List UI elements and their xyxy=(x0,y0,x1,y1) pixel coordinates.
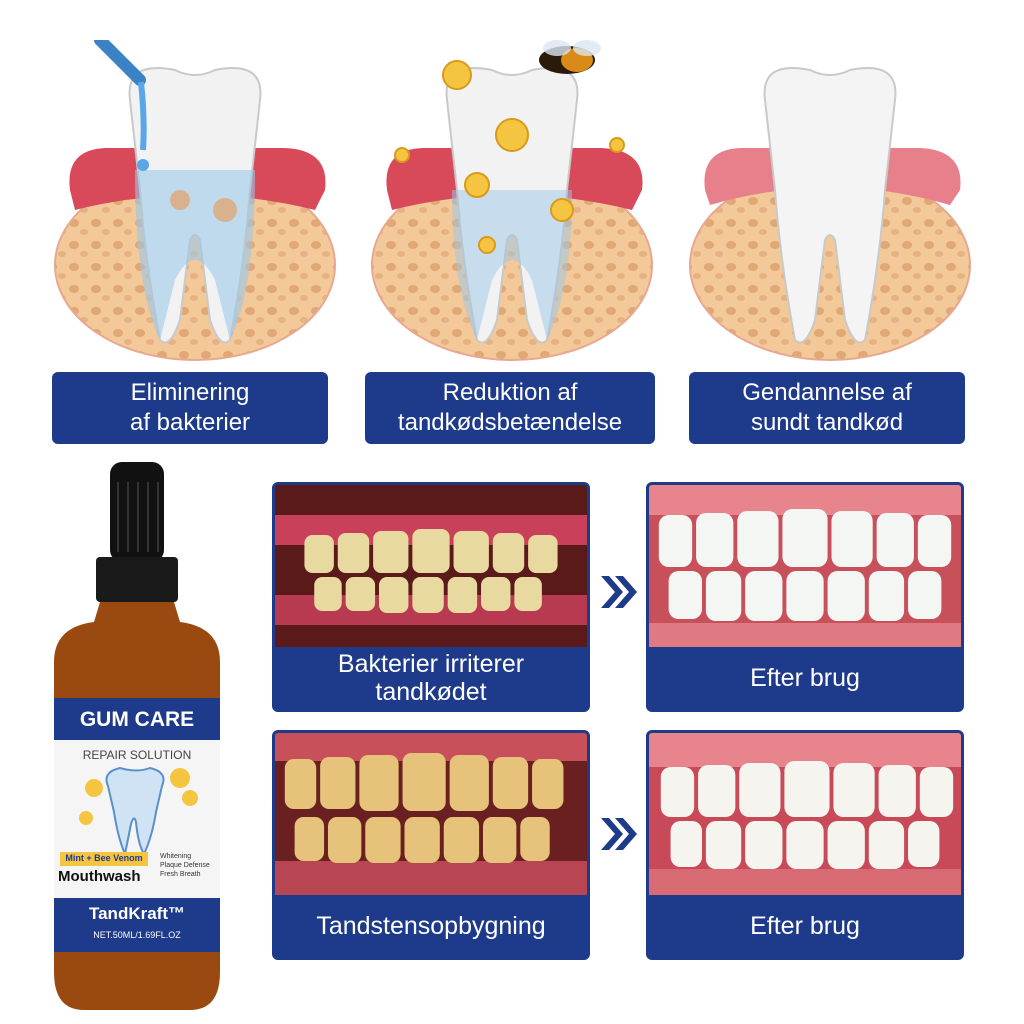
benefit-item: Plaque Defense xyxy=(160,862,210,869)
step-label-reduction: Reduktion af tandkødsbetændelse xyxy=(365,372,655,444)
after-card-2: Efter brug xyxy=(646,730,964,960)
arrow-right-icon xyxy=(597,814,641,854)
benefit-item: Whitening xyxy=(160,853,192,860)
after-photo-white-teeth xyxy=(649,485,961,647)
tooth-bee-icon xyxy=(371,40,653,361)
before-caption-2: Tandstensopbygning xyxy=(275,895,587,957)
healthy-tooth-icon xyxy=(689,67,971,361)
product-type: Mouthwash xyxy=(58,868,141,885)
tooth-water-drop-icon xyxy=(54,40,336,361)
tooth-illustration-3 xyxy=(680,40,980,370)
tooth-illustration-2 xyxy=(362,40,662,370)
product-ingredient: Mint + Bee Venom xyxy=(65,853,143,863)
product-subtitle: REPAIR SOLUTION xyxy=(82,748,192,762)
caption-text: Tandstensopbygning xyxy=(316,912,546,940)
product-bottle xyxy=(40,462,234,1010)
before-card-2: Tandstensopbygning xyxy=(272,730,590,960)
product-volume: NET.50ML/1.69FL.OZ xyxy=(93,930,181,940)
icon-ref xyxy=(0,0,1,1)
before-card-1: Bakterier irriterer tandkødet xyxy=(272,482,590,712)
tooth-illustration-1 xyxy=(45,40,345,370)
arrow-right-icon xyxy=(597,572,641,612)
after-photo-clean-teeth xyxy=(649,733,961,895)
product-brand: TandKraft™ xyxy=(88,904,185,923)
caption-text: Bakterier irriterer tandkødet xyxy=(337,650,525,706)
icon-ref xyxy=(0,0,1,1)
caption-text: Efter brug xyxy=(750,912,860,940)
step-label-elimination: Eliminering af bakterier xyxy=(52,372,328,444)
after-card-1: Efter brug xyxy=(646,482,964,712)
step-label-text: Reduktion af tandkødsbetændelse xyxy=(397,379,623,436)
product-benefits: Whitening Plaque Defense Fresh Breath xyxy=(160,852,224,879)
after-caption-2: Efter brug xyxy=(649,895,961,957)
icon-ref xyxy=(0,0,1,1)
product-title: GUM CARE xyxy=(79,708,195,731)
before-photo-tartar xyxy=(275,733,587,895)
after-caption-1: Efter brug xyxy=(649,647,961,709)
benefit-item: Fresh Breath xyxy=(160,871,201,878)
step-label-text: Gendannelse af sundt tandkød xyxy=(742,379,912,436)
step-label-text: Eliminering af bakterier xyxy=(129,379,251,436)
before-photo-inflamed-gums xyxy=(275,485,587,647)
step-label-restoration: Gendannelse af sundt tandkød xyxy=(689,372,965,444)
before-caption-1: Bakterier irriterer tandkødet xyxy=(275,647,587,709)
caption-text: Efter brug xyxy=(750,664,860,692)
